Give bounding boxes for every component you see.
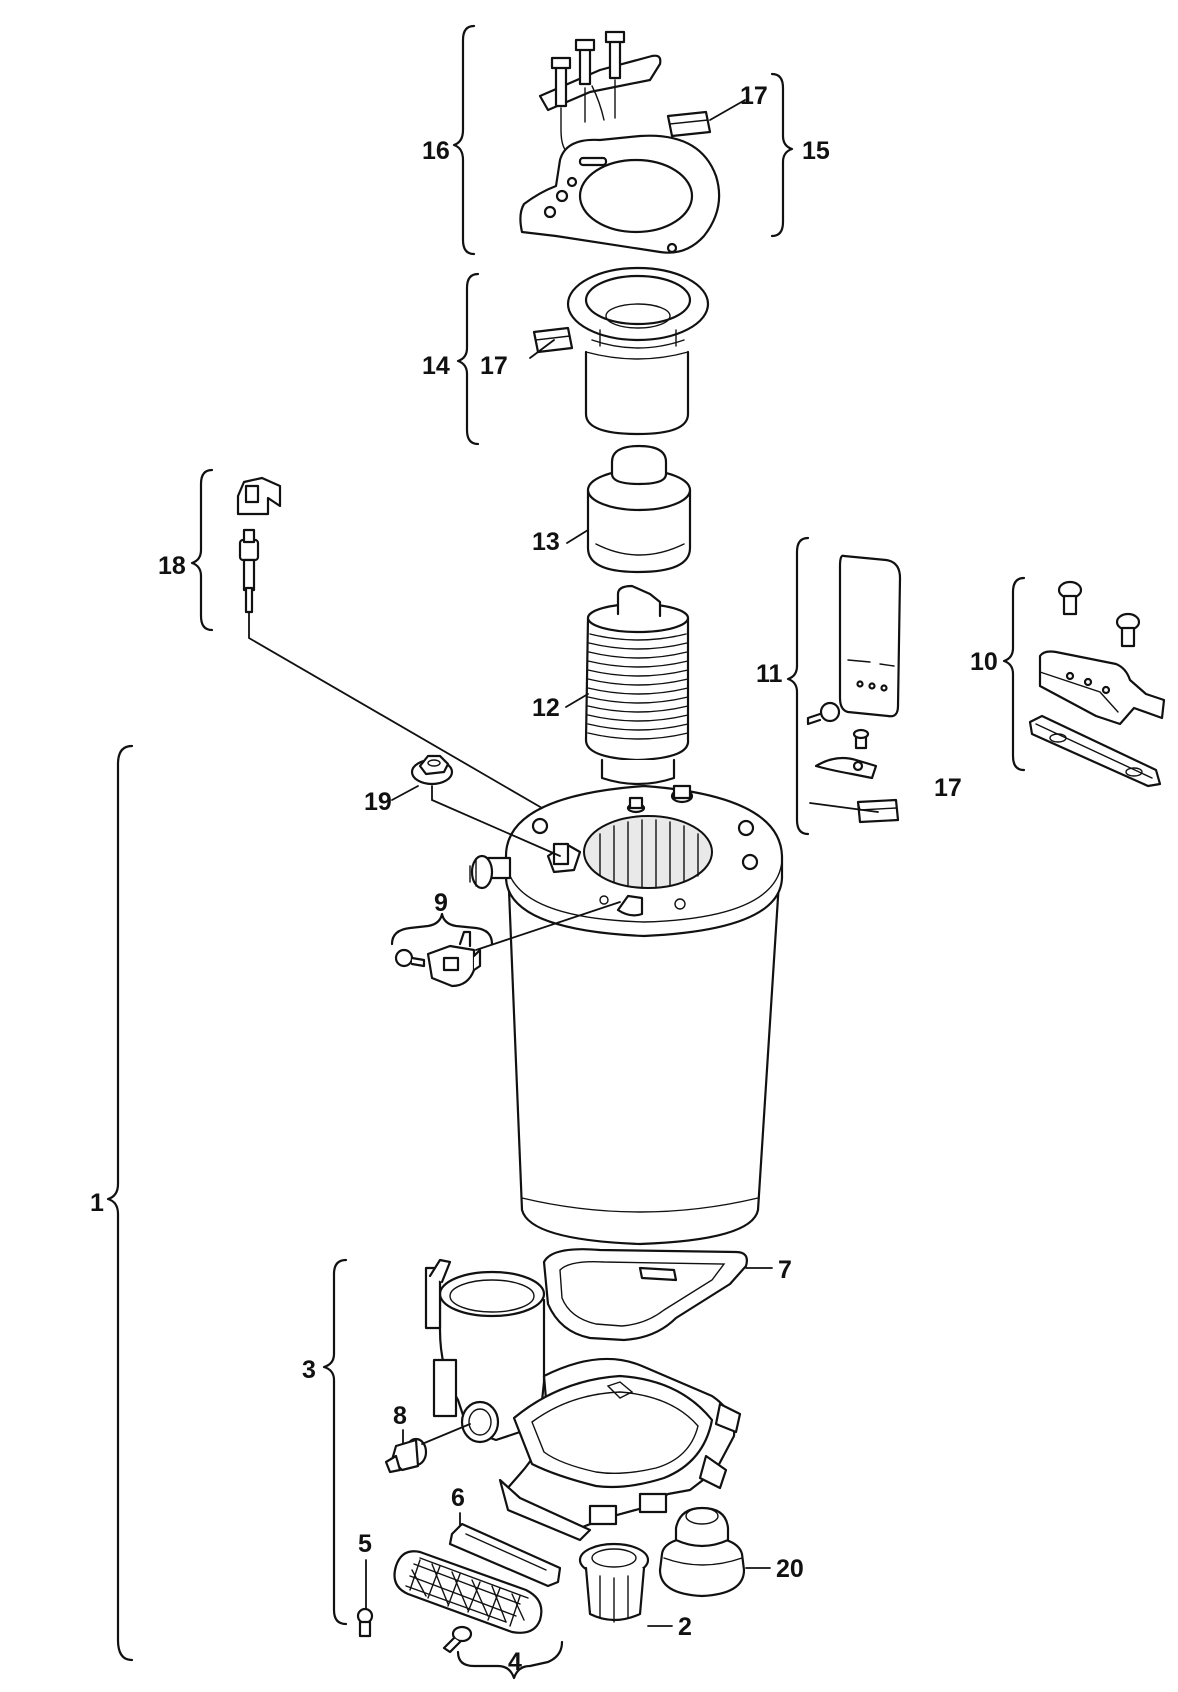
callout-20: 20 bbox=[776, 1555, 804, 1583]
callout-13: 13 bbox=[532, 528, 560, 556]
gasket-plate bbox=[519, 134, 721, 254]
bracket-16 bbox=[452, 24, 476, 256]
bracket-9 bbox=[390, 912, 494, 946]
base-housing bbox=[424, 1258, 742, 1542]
drain-cap bbox=[658, 1506, 746, 1598]
screw-10b bbox=[1115, 612, 1141, 648]
callout-17-mid: 17 bbox=[480, 352, 508, 380]
screw-11a bbox=[806, 701, 841, 726]
screw-9 bbox=[394, 948, 426, 968]
base-gasket bbox=[542, 1248, 748, 1342]
pad-17-top bbox=[666, 110, 712, 138]
bracket-18 bbox=[190, 468, 214, 632]
callout-5: 5 bbox=[358, 1530, 372, 1558]
callout-9: 9 bbox=[434, 889, 448, 917]
bracket-14 bbox=[456, 272, 480, 446]
limit-switch bbox=[426, 930, 482, 988]
bracket-rail bbox=[1028, 714, 1162, 788]
callout-2: 2 bbox=[678, 1613, 692, 1641]
callout-12: 12 bbox=[532, 694, 560, 722]
callout-15: 15 bbox=[802, 137, 830, 165]
bracket-11 bbox=[786, 536, 810, 836]
clip-11 bbox=[814, 728, 878, 780]
callout-3: 3 bbox=[302, 1356, 316, 1384]
leader-lines bbox=[248, 99, 879, 1627]
callout-14: 14 bbox=[422, 352, 450, 380]
access-cover bbox=[838, 554, 902, 718]
nut-19 bbox=[410, 754, 454, 786]
callout-11: 11 bbox=[756, 660, 783, 688]
callout-10: 10 bbox=[970, 648, 998, 676]
callout-19: 19 bbox=[364, 788, 392, 816]
drain-fitting bbox=[578, 1542, 650, 1623]
grommet-8 bbox=[384, 1437, 428, 1474]
callout-18: 18 bbox=[158, 552, 186, 580]
callout-17-right: 17 bbox=[934, 774, 962, 802]
callout-labels: 16 17 15 14 17 13 18 11 10 12 17 19 9 1 … bbox=[90, 82, 998, 1676]
group-brackets bbox=[106, 24, 1026, 1680]
screw-4 bbox=[442, 1625, 473, 1654]
bracket-3 bbox=[322, 1258, 348, 1626]
callout-17-top: 17 bbox=[740, 82, 768, 110]
bracket-4 bbox=[456, 1640, 564, 1680]
burner-cap bbox=[586, 444, 692, 574]
filter-grille bbox=[393, 1550, 543, 1634]
tank-body bbox=[504, 784, 784, 1246]
tank-inlet-fitting bbox=[469, 854, 512, 890]
callout-1: 1 bbox=[90, 1189, 104, 1217]
burner-tube bbox=[566, 266, 710, 436]
heat-exchanger bbox=[584, 584, 690, 786]
callout-6: 6 bbox=[451, 1484, 465, 1512]
bracket-15 bbox=[770, 72, 794, 238]
seal-strip bbox=[448, 1522, 562, 1588]
screw-10a bbox=[1057, 580, 1083, 616]
temperature-sensor bbox=[236, 476, 282, 614]
callout-4: 4 bbox=[508, 1648, 522, 1676]
callout-8: 8 bbox=[393, 1402, 407, 1430]
bracket-10 bbox=[1002, 576, 1026, 772]
screw-5 bbox=[356, 1607, 374, 1638]
mounting-bracket bbox=[1038, 650, 1166, 726]
pad-17-right bbox=[856, 798, 900, 824]
callout-7: 7 bbox=[778, 1256, 792, 1284]
bracket-1 bbox=[106, 744, 134, 1662]
callout-16: 16 bbox=[422, 137, 450, 165]
